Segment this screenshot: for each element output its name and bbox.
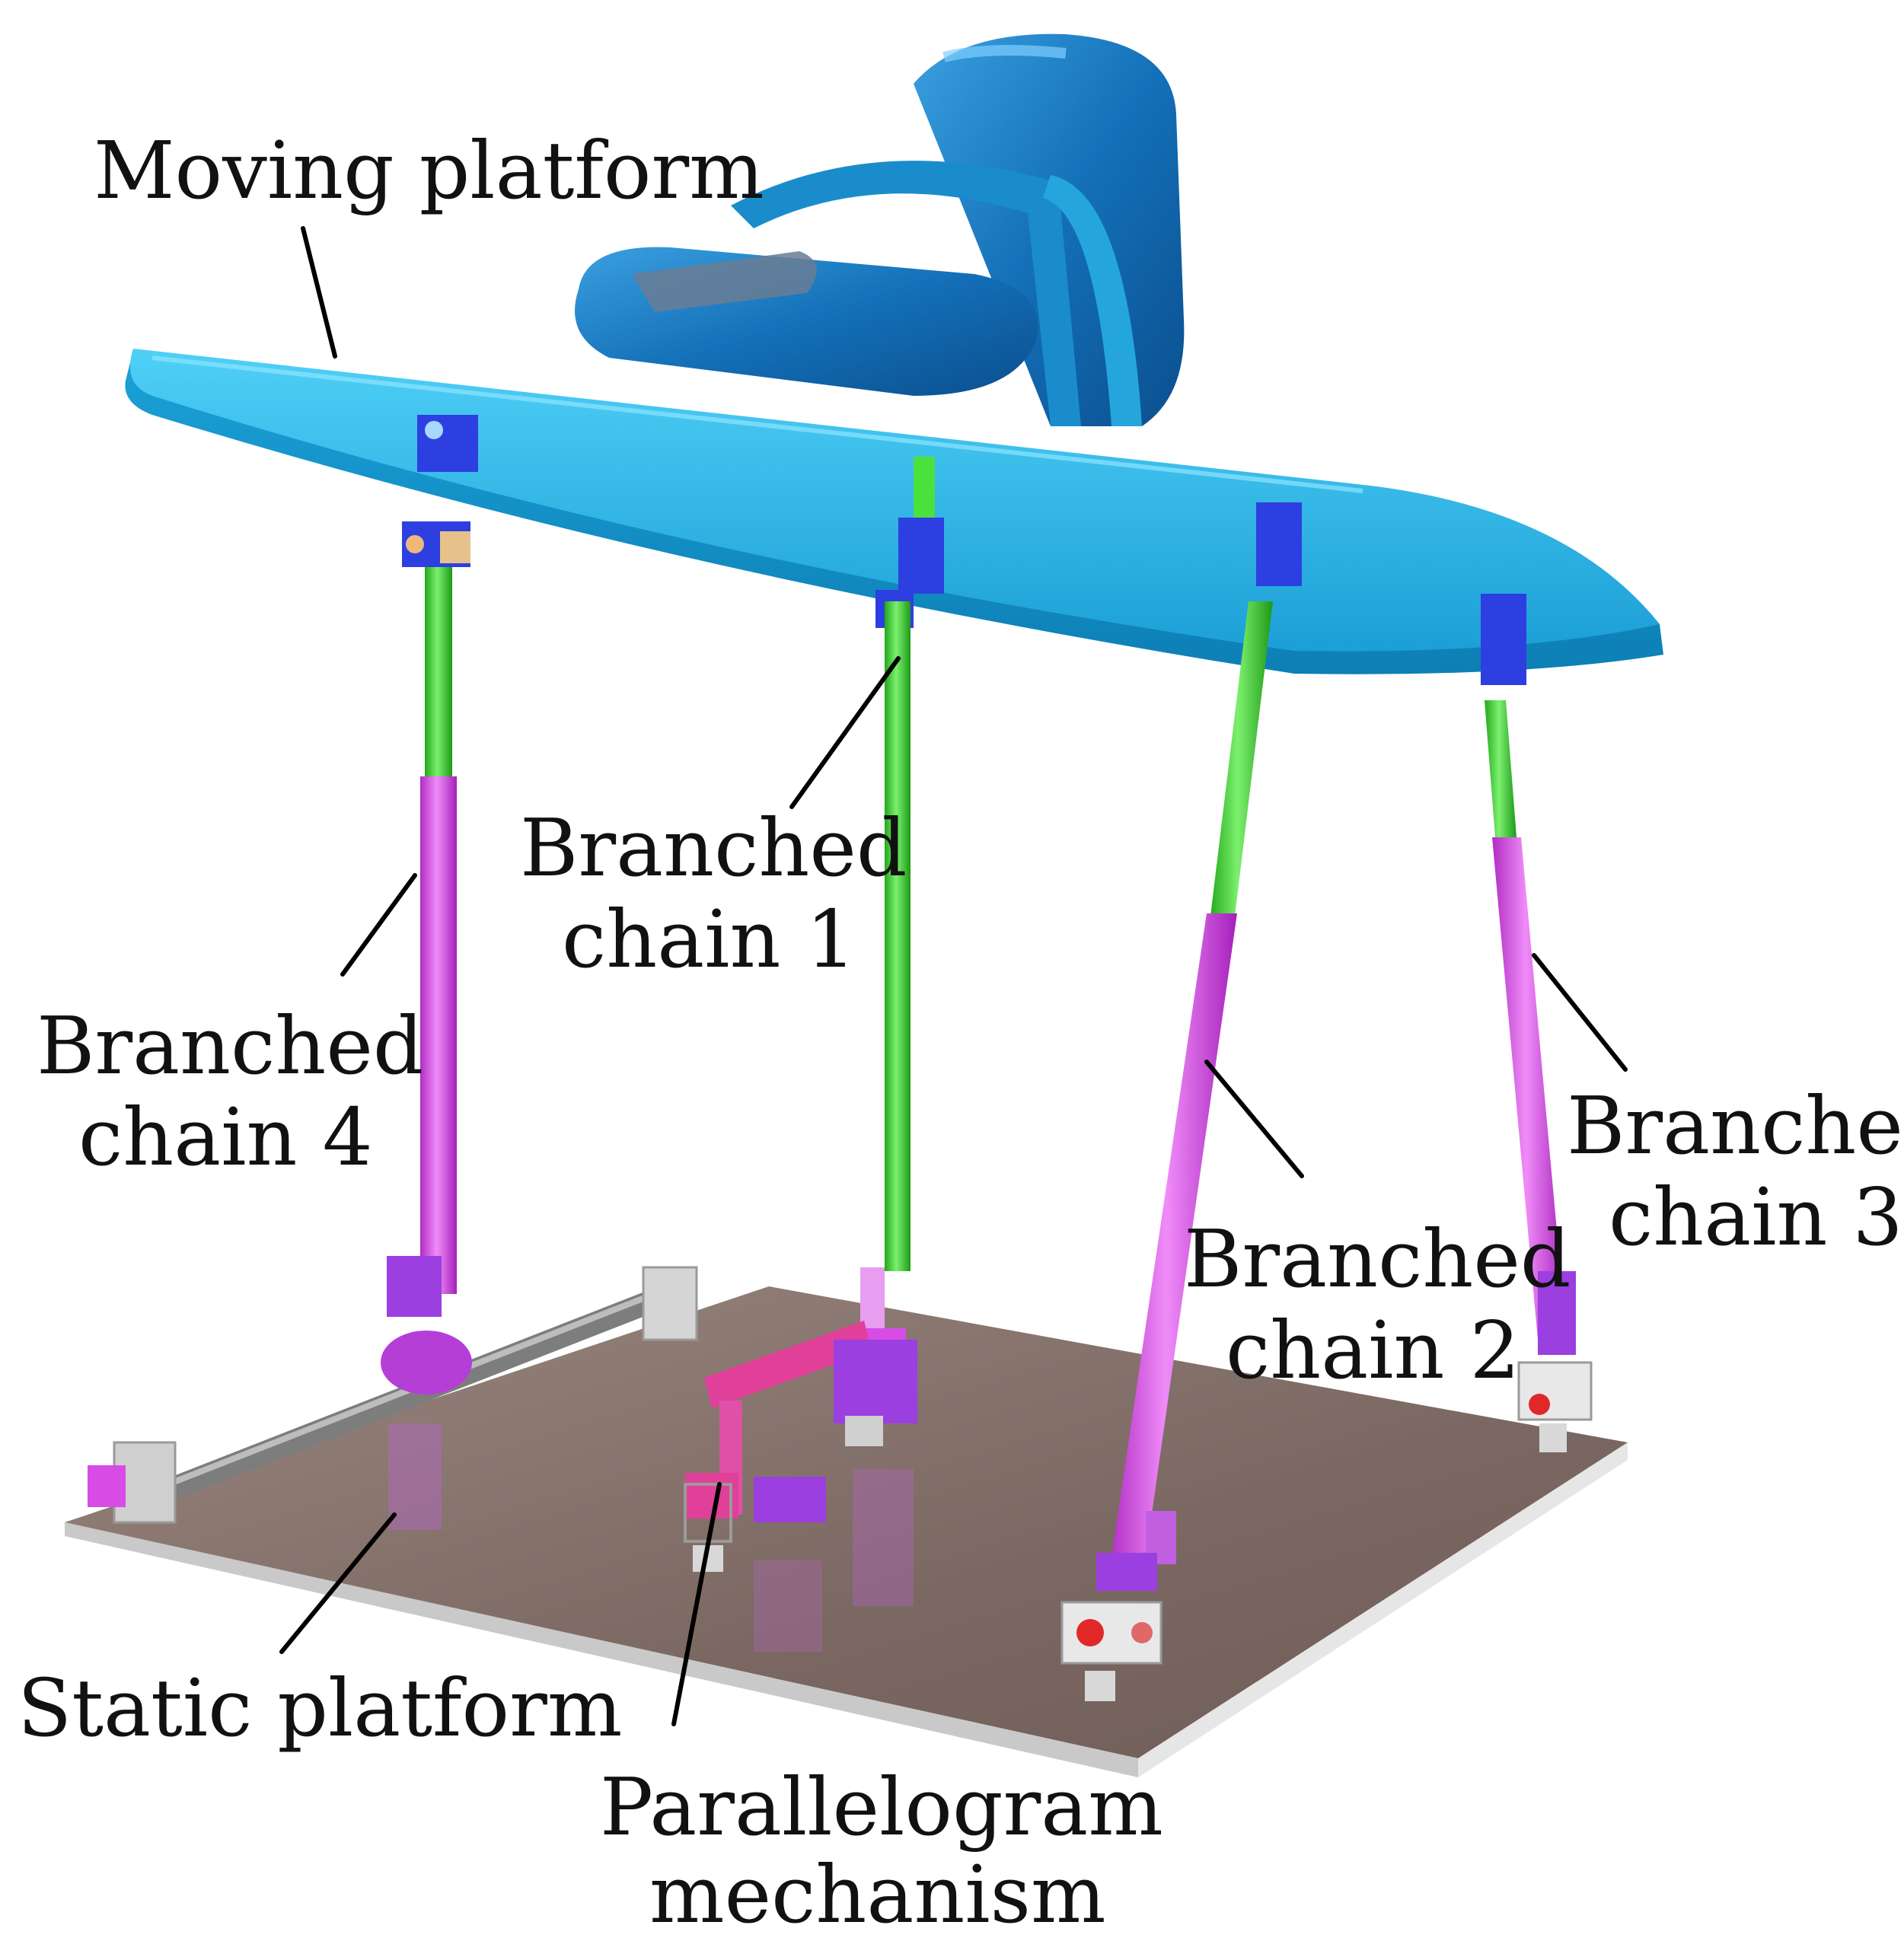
chain2-upper-rod <box>1209 601 1273 929</box>
label-moving-platform: Moving platform <box>94 124 764 359</box>
svg-text:chain 1: chain 1 <box>562 893 856 986</box>
chain2-lower-rod <box>1108 913 1237 1583</box>
svg-text:Branched: Branched <box>520 802 907 894</box>
chain2-base-block <box>1060 1601 1162 1701</box>
branched-chain-4 <box>381 415 478 1394</box>
chain4-base-joint <box>387 1256 442 1317</box>
branched-chain-2 <box>1060 502 1302 1701</box>
chain1-rod <box>885 601 911 1271</box>
moving-platform-label: Moving platform <box>94 124 764 217</box>
rail-end-block-right <box>642 1266 698 1341</box>
chain3-upper-joint <box>1481 594 1526 685</box>
branched-chain-3 <box>1481 594 1593 1452</box>
svg-text:Branched: Branched <box>1567 1079 1904 1172</box>
svg-text:Branched: Branched <box>37 999 423 1092</box>
chain1-upper-joint <box>898 518 944 594</box>
label-branched-chain-1: Branched chain 1 <box>520 656 907 986</box>
svg-text:Branched: Branched <box>1184 1213 1571 1305</box>
rail-end-block-left <box>88 1441 177 1524</box>
static-platform-label: Static platform <box>18 1662 622 1755</box>
svg-text:chain 2: chain 2 <box>1226 1304 1520 1397</box>
chain3-lower-rod <box>1492 837 1567 1340</box>
label-parallelogram-mechanism: Parallelogram mechanism <box>600 1482 1163 1941</box>
svg-text:chain 3: chain 3 <box>1609 1171 1903 1264</box>
svg-text:Parallelogram: Parallelogram <box>600 1761 1163 1853</box>
chain3-base-block <box>1517 1361 1593 1452</box>
label-branched-chain-3: Branched chain 3 <box>1532 953 1904 1264</box>
label-branched-chain-2: Branched chain 2 <box>1184 1060 1571 1397</box>
label-branched-chain-4: Branched chain 4 <box>37 873 423 1184</box>
footrest <box>575 33 1185 427</box>
branched-chain-1 <box>860 457 944 1366</box>
chain4-upper-rod <box>425 567 452 780</box>
chain4-lower-rod <box>420 776 457 1294</box>
label-static-platform: Static platform <box>18 1512 622 1755</box>
chain4-upper-joint <box>417 415 478 472</box>
parallelogram-mechanism <box>684 1321 917 1572</box>
svg-text:mechanism: mechanism <box>649 1848 1106 1941</box>
chain2-upper-joint <box>1256 502 1302 586</box>
svg-text:chain 4: chain 4 <box>78 1091 373 1184</box>
chain3-upper-rod <box>1485 700 1517 837</box>
